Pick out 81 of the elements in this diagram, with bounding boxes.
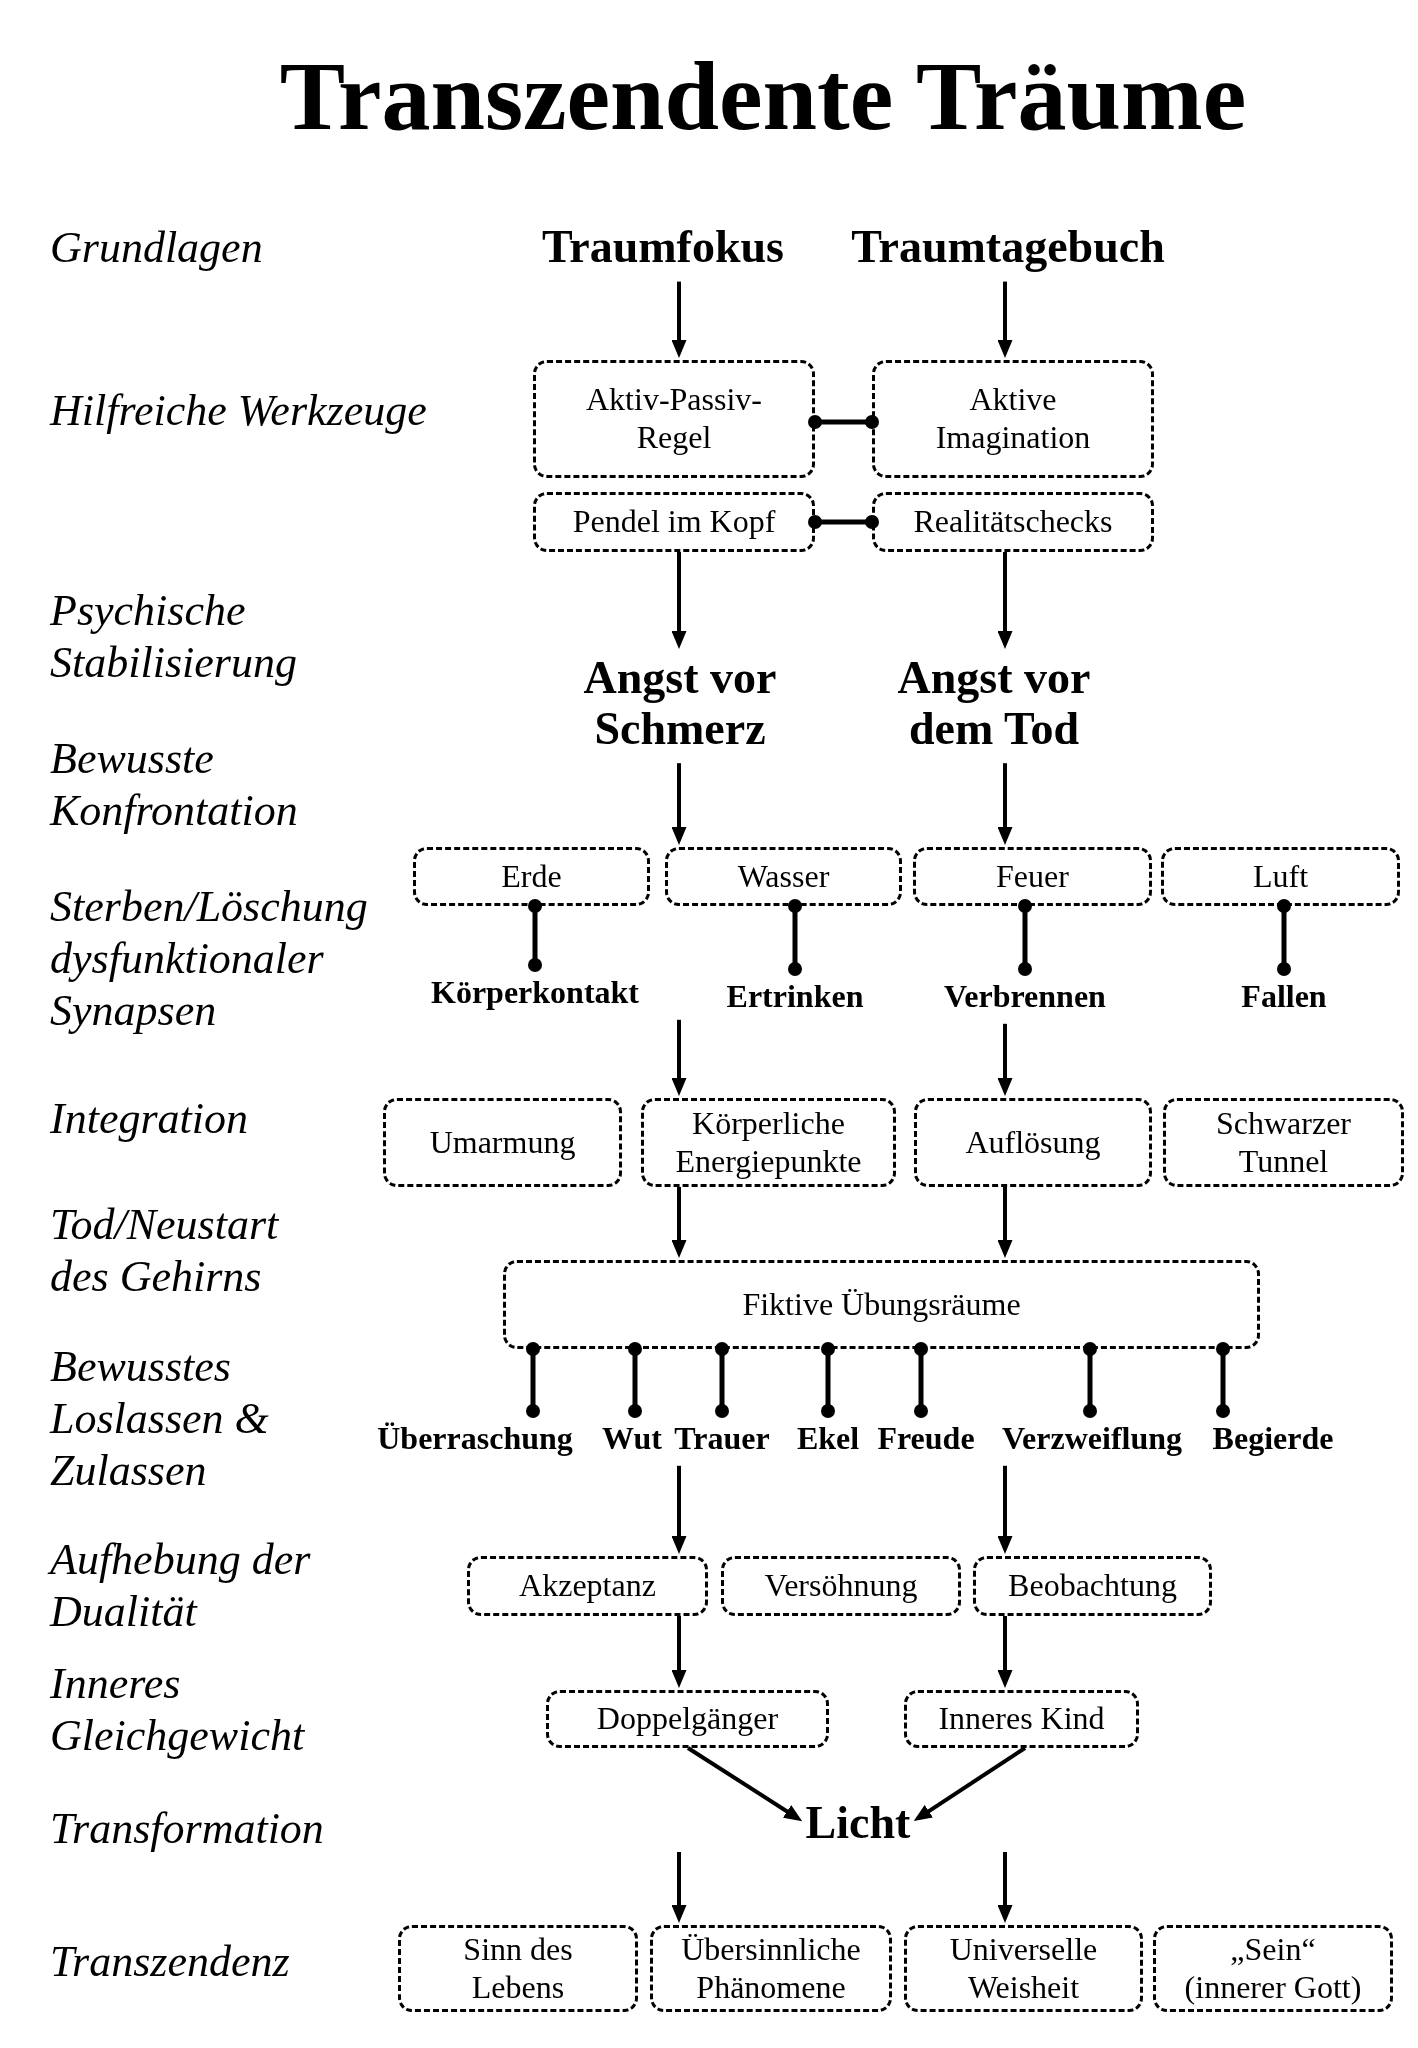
row-label: Transformation (50, 1803, 324, 1855)
dashed-box: Doppelgänger (546, 1690, 829, 1748)
dashed-box: Beobachtung (973, 1556, 1212, 1616)
dashed-box: Körperliche Energiepunkte (641, 1098, 896, 1187)
bold-label: Begierde (1212, 1420, 1334, 1457)
dashed-box: Realitätschecks (872, 492, 1154, 552)
dashed-box: Schwarzer Tunnel (1163, 1098, 1404, 1187)
arrow (671, 1852, 687, 1923)
row-label: Inneres Gleichgewicht (50, 1658, 306, 1762)
row-label: Integration (50, 1093, 248, 1145)
row-label: Tod/Neustart des Gehirns (50, 1199, 280, 1303)
arrow (671, 763, 687, 845)
arrow (671, 1187, 687, 1258)
bold-label: Freude (877, 1420, 975, 1457)
arrow (671, 552, 687, 649)
row-label: Bewusste Konfrontation (50, 733, 299, 837)
row-label: Psychische Stabilisierung (50, 585, 298, 689)
arrow (913, 1746, 1027, 1822)
row-label: Sterben/Löschung dysfunktionaler Synapsen (50, 881, 369, 1037)
dashed-box: Inneres Kind (904, 1690, 1139, 1748)
dashed-box: „Sein“ (innerer Gott) (1153, 1925, 1393, 2012)
dashed-box: Luft (1161, 847, 1400, 906)
arrow (997, 1465, 1013, 1554)
dashed-box: Aktive Imagination (872, 360, 1154, 478)
dashed-box: Sinn des Lebens (398, 1925, 638, 2012)
dot-connector (808, 515, 879, 529)
row-label: Grundlagen (50, 222, 263, 274)
dot-connector (715, 1342, 729, 1418)
dot-connector (1277, 899, 1291, 976)
bold-label: Verzweiflung (1001, 1420, 1183, 1457)
arrow (997, 763, 1013, 845)
dashed-box: Auflösung (914, 1098, 1152, 1187)
arrow (671, 1465, 687, 1554)
arrow (686, 1746, 803, 1822)
arrow (997, 552, 1013, 649)
dot-connector (914, 1342, 928, 1418)
bold-label: Trauer (674, 1420, 770, 1457)
heading-label: Licht (805, 1798, 911, 1849)
bold-label: Körperkontakt (431, 974, 639, 1011)
arrow (997, 281, 1013, 358)
dot-connector (528, 899, 542, 972)
dashed-box: Wasser (665, 847, 902, 906)
heading-label: Traumfokus (542, 222, 784, 273)
bold-label: Verbrennen (944, 978, 1106, 1015)
dot-connector (1083, 1342, 1097, 1418)
dashed-box: Universelle Weisheit (904, 1925, 1143, 2012)
heading-label: Traumtagebuch (851, 222, 1165, 273)
arrow (671, 1019, 687, 1096)
dot-connector (1018, 899, 1032, 976)
bold-label: Ertrinken (726, 978, 864, 1015)
dashed-box: Aktiv-Passiv-Regel (533, 360, 815, 478)
row-label: Bewusstes Loslassen & Zulassen (50, 1341, 270, 1497)
title: Transzendente Träume (279, 43, 1247, 151)
dashed-box: Umarmung (383, 1098, 622, 1187)
heading-label: Angst vor dem Tod (886, 653, 1102, 755)
dashed-box: Akzeptanz (467, 1556, 708, 1616)
row-label: Transzendenz (50, 1936, 290, 1988)
row-label: Hilfreiche Werkzeuge (50, 385, 427, 437)
dashed-box: Übersinnliche Phänomene (650, 1925, 892, 2012)
arrow (997, 1023, 1013, 1096)
arrow (671, 281, 687, 358)
arrow (997, 1852, 1013, 1923)
arrow (671, 1616, 687, 1688)
dashed-box: Erde (413, 847, 650, 906)
arrow (997, 1616, 1013, 1688)
bold-label: Ekel (796, 1420, 860, 1457)
dot-connector (1216, 1342, 1230, 1418)
dot-connector (788, 899, 802, 976)
bold-label: Überraschung (377, 1420, 573, 1457)
dashed-box: Fiktive Übungsräume (503, 1260, 1260, 1349)
bold-label: Wut (602, 1420, 662, 1457)
dashed-box: Pendel im Kopf (533, 492, 815, 552)
dot-connector (808, 415, 879, 429)
arrow (997, 1187, 1013, 1258)
dashed-box: Feuer (913, 847, 1152, 906)
bold-label: Fallen (1241, 978, 1327, 1015)
dot-connector (628, 1342, 642, 1418)
heading-label: Angst vor Schmerz (572, 653, 788, 755)
dot-connector (526, 1342, 540, 1418)
dot-connector (821, 1342, 835, 1418)
dashed-box: Versöhnung (721, 1556, 961, 1616)
